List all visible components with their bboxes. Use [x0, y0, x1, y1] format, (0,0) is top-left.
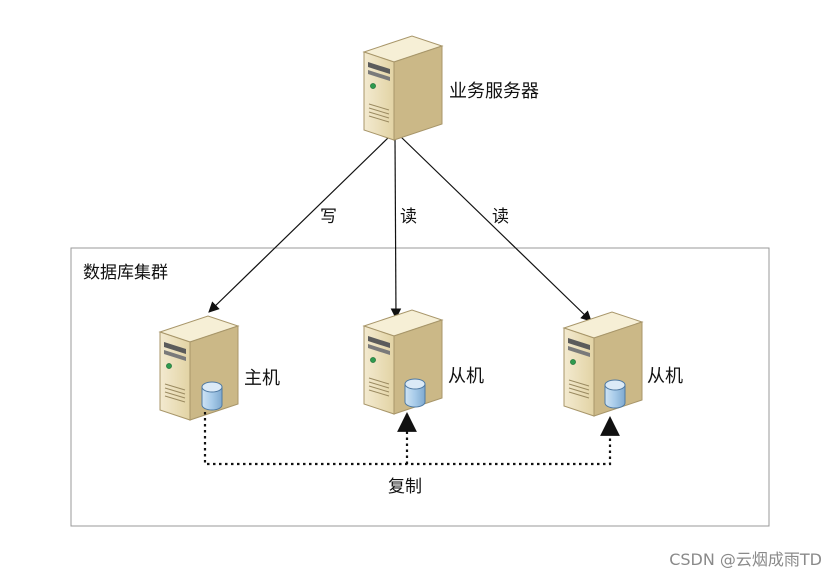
- app-server-label: 业务服务器: [449, 81, 539, 102]
- read-edge-label-1: 读: [400, 207, 417, 227]
- slave-node-2: 从机: [563, 311, 683, 417]
- write-edge-label: 写: [320, 207, 337, 227]
- app-server-icon: [363, 35, 443, 141]
- slave-2-label: 从机: [647, 366, 683, 387]
- replication-edges: [203, 412, 620, 466]
- slave-1-label: 从机: [448, 366, 484, 387]
- slave-node-1: 从机: [363, 309, 484, 415]
- slave-2-database-icon: [604, 379, 626, 409]
- app-server-node: 业务服务器: [363, 35, 539, 141]
- slave-1-database-icon: [404, 378, 426, 408]
- slave-1-server-icon: [363, 309, 443, 415]
- watermark: CSDN @云烟成雨TD: [669, 550, 822, 569]
- master-label: 主机: [244, 368, 280, 389]
- cluster-label: 数据库集群: [83, 263, 168, 283]
- read-edge-2: [399, 135, 592, 322]
- read-edge-1: [390, 137, 402, 320]
- replication-label: 复制: [388, 477, 422, 497]
- cluster-boundary: [70, 247, 770, 527]
- write-edge: [208, 135, 391, 313]
- slave-2-server-icon: [563, 311, 643, 417]
- master-database-icon: [201, 381, 223, 411]
- master-node: 主机: [159, 315, 280, 421]
- read-edge-label-2: 读: [492, 207, 509, 227]
- master-server-icon: [159, 315, 239, 421]
